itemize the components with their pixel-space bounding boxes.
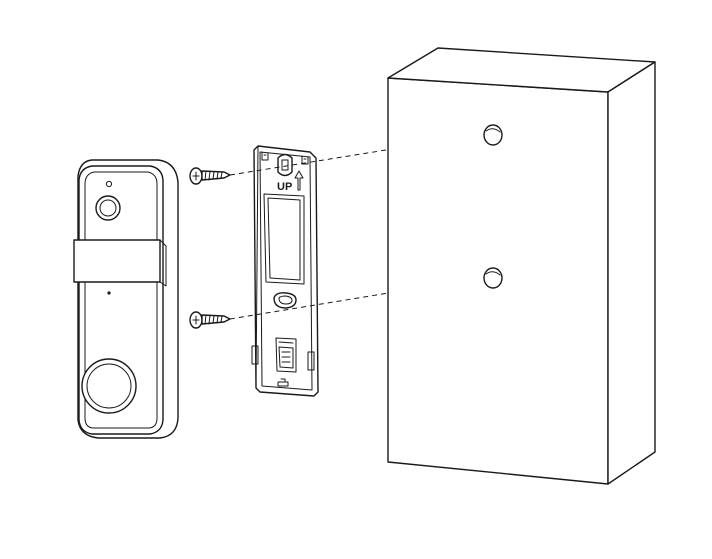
wall-block — [387, 47, 656, 485]
wall-icon — [387, 47, 656, 485]
doorbell-icon — [73, 159, 179, 439]
up-label: UP — [277, 181, 292, 193]
bracket-icon: UP — [251, 145, 319, 397]
screw-icon — [189, 311, 231, 329]
screw-bottom — [189, 311, 231, 329]
mounting-bracket: UP — [251, 145, 319, 397]
screw-icon — [189, 167, 231, 185]
hole-bottom — [483, 267, 503, 289]
screw-top — [189, 167, 231, 185]
hole-top — [483, 124, 503, 146]
